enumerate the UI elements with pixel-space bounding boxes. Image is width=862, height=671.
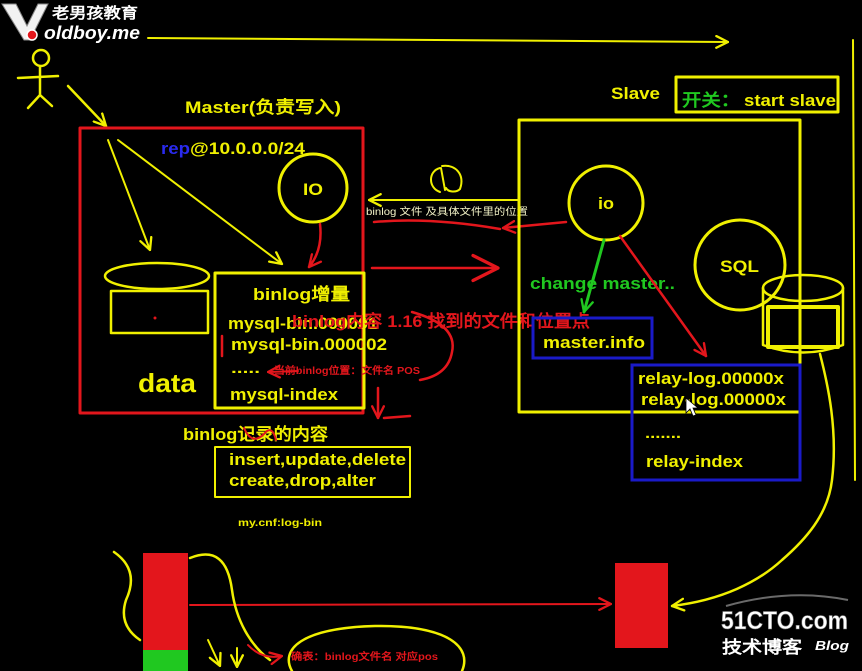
slave-sql-thread-circle xyxy=(693,218,787,312)
data-cylinder xyxy=(103,261,211,335)
binlog-file-ellipsis: ..... xyxy=(231,360,260,377)
master-io-thread-label: IO xyxy=(303,180,323,199)
slave-box xyxy=(517,118,802,414)
relay-log-1: relay-log.00000x xyxy=(638,369,785,388)
red-arrow-to-note xyxy=(247,644,284,666)
slave-switch-command: start slave xyxy=(744,91,836,110)
logo-v-mark xyxy=(1,3,49,41)
logo-red-dot xyxy=(26,29,38,41)
logo-domain: oldboy.me xyxy=(44,23,140,43)
mouse-cursor-icon xyxy=(685,397,700,417)
arrow-write-to-binlog xyxy=(117,139,284,266)
master-box xyxy=(78,126,365,415)
slave-data-cylinder xyxy=(761,273,845,354)
watermark-site: 51CTO.com xyxy=(721,607,848,635)
arrow-io-to-relay-log xyxy=(618,234,708,358)
red-request-line xyxy=(372,219,502,231)
slave-switch-box xyxy=(674,75,840,114)
binlog-statements-dml: insert,update,delete xyxy=(229,450,406,469)
data-label: data xyxy=(138,368,197,398)
binlog-annotation: binlog内容 1.16 找到的文件和位置点 xyxy=(292,311,590,331)
figure-head xyxy=(31,48,51,68)
binlog-file-2: mysql-bin.000002 xyxy=(231,335,387,354)
master-info-label: master.info xyxy=(543,333,645,352)
right-red-block xyxy=(615,563,668,648)
red-scribble xyxy=(243,427,277,441)
binlog-file-1: mysql-bin.000001 xyxy=(228,314,378,333)
arrow-client-top-line xyxy=(147,34,730,49)
arrow-io-to-master-info xyxy=(580,238,606,314)
binlog-box xyxy=(213,271,366,410)
step-mark-scribble xyxy=(430,164,463,193)
yellow-curve-right-of-block xyxy=(188,553,272,662)
binlog-index: mysql-index xyxy=(230,385,339,404)
yellow-arrow-down-1 xyxy=(207,639,222,668)
grant-user: rep xyxy=(161,139,190,158)
binlog-title: binlog增量 xyxy=(253,284,350,304)
arrow-io-read-binlog xyxy=(307,222,323,269)
yellow-oval-note xyxy=(287,624,466,671)
config-note: my.cnf:log-bin xyxy=(238,518,322,529)
arrow-write-to-data xyxy=(107,139,153,252)
slave-io-thread-label: io xyxy=(598,194,614,213)
change-master-label: change master.. xyxy=(530,274,675,293)
51cto-watermark: 51CTO.com 技术博客 Blog xyxy=(721,594,849,657)
right-edge-line xyxy=(852,39,856,481)
binlog-position-note: 当前binlog位置：文件名 POS xyxy=(274,364,420,377)
client-user-figure xyxy=(16,48,60,110)
left-green-block xyxy=(143,650,188,671)
logo-name-cn: 老男孩教育 xyxy=(51,4,138,22)
master-title: Master(负责写入) xyxy=(185,97,341,117)
arrow-io-request xyxy=(501,219,568,234)
watermark-label-cn: 技术博客 xyxy=(722,637,803,657)
binlog-statements-ddl: create,drop,alter xyxy=(229,471,376,490)
binlog-content-title: binlog记录的内容 xyxy=(183,424,328,444)
red-bracket-position xyxy=(410,310,454,382)
master-io-thread-circle xyxy=(277,152,349,224)
yellow-bracket-left xyxy=(112,550,142,642)
data-cylinder-body xyxy=(109,289,210,335)
slave-sql-thread-label: SQL xyxy=(720,257,759,276)
relay-index: relay-index xyxy=(646,452,744,471)
slave-title: Slave xyxy=(611,84,660,103)
transfer-note: binlog 文件 及具体文件里的位置 xyxy=(366,205,528,218)
slave-cylinder-inner xyxy=(766,305,840,349)
slave-cylinder-top xyxy=(761,273,845,303)
oldboy-logo: 老男孩教育 oldboy.me xyxy=(1,3,140,43)
arrow-client-to-master xyxy=(66,84,108,128)
watermark-swoosh xyxy=(725,594,849,607)
master-info-box xyxy=(531,316,654,360)
left-red-block xyxy=(143,553,188,650)
figure-body xyxy=(16,64,60,110)
binlog-content-box xyxy=(214,446,411,498)
slave-io-thread-circle xyxy=(567,164,645,242)
slave-cylinder-sides xyxy=(761,286,845,354)
relay-log-ellipsis: ....... xyxy=(645,425,681,442)
arrow-slave-data-to-backup xyxy=(670,352,836,612)
arrow-position-note xyxy=(266,364,299,379)
watermark-label-en: Blog xyxy=(815,638,849,653)
relay-log-box xyxy=(630,363,802,482)
data-red-dot xyxy=(153,316,157,320)
arrow-left-to-right-block xyxy=(189,597,613,612)
slave-switch-label: 开关： xyxy=(682,90,740,110)
red-underline xyxy=(382,414,412,420)
grant-network: @10.0.0.0/24 xyxy=(190,139,306,158)
bottom-note: 确表：binlog文件名 对应pos xyxy=(291,650,438,663)
data-cylinder-top xyxy=(103,261,211,291)
relay-log-2: relay-log.00000x xyxy=(641,390,787,409)
